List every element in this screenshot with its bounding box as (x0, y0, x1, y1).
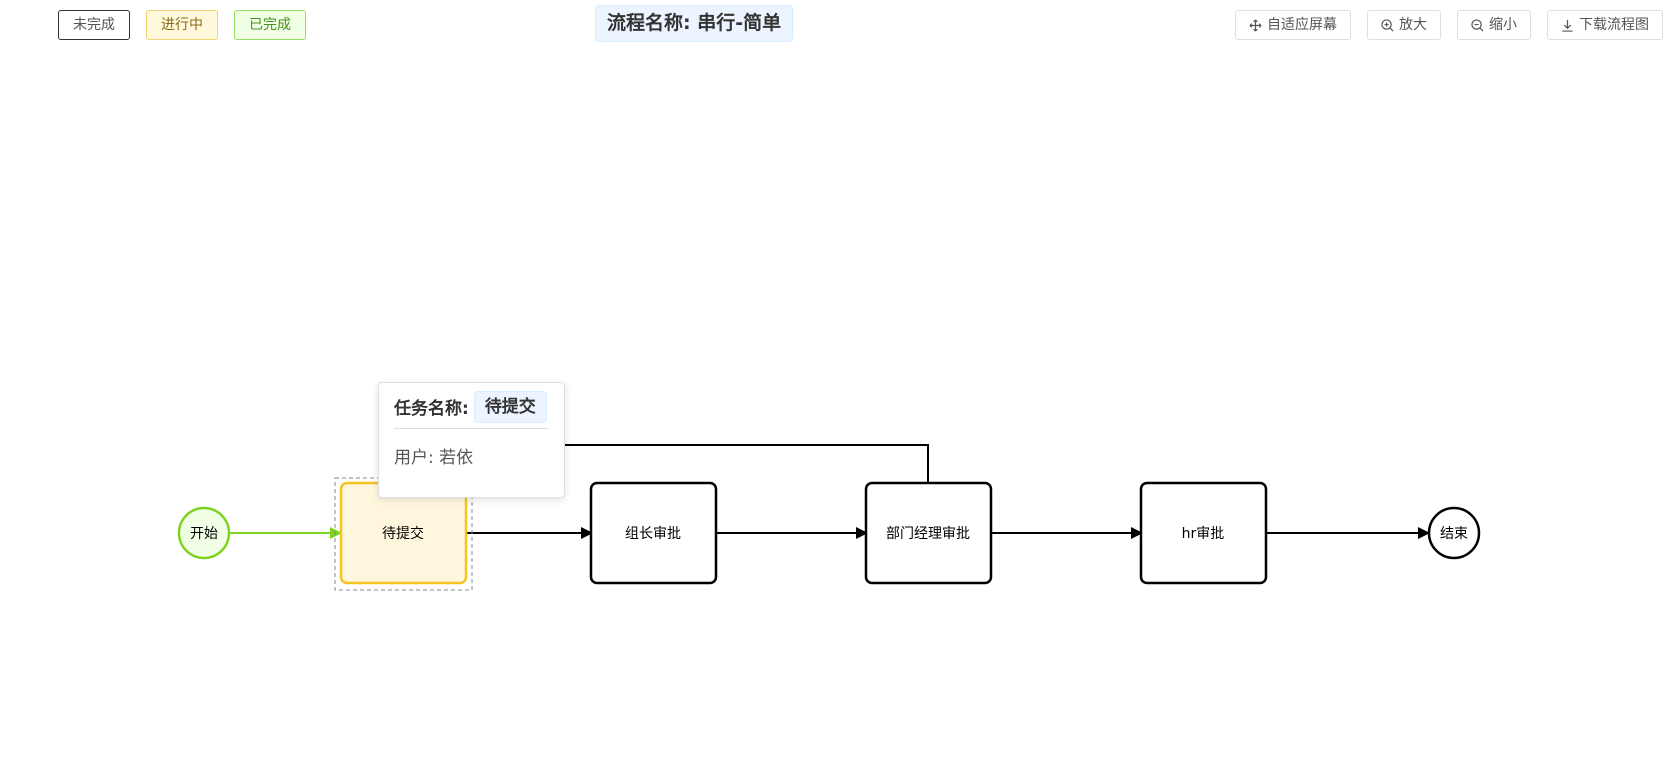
toolbar: 自适应屏幕 放大 缩小 下载流程图 (1235, 10, 1663, 40)
selection-outline (334, 477, 473, 591)
task-name-label: 任务名称: (394, 399, 469, 419)
zoom-in-button[interactable]: 放大 (1367, 10, 1441, 40)
move-icon (1249, 19, 1262, 31)
node-end[interactable]: 结束 (1427, 506, 1481, 560)
node-submit-label: 待提交 (382, 525, 424, 542)
download-label: 下载流程图 (1579, 17, 1649, 33)
node-end-label: 结束 (1440, 526, 1468, 542)
legend-doing: 进行中 (146, 10, 218, 40)
status-legend: 未完成 进行中 已完成 (58, 10, 306, 40)
zoom-out-button[interactable]: 缩小 (1457, 10, 1531, 40)
node-manager[interactable]: 部门经理审批 (864, 481, 993, 585)
download-icon (1562, 19, 1573, 32)
node-leader-label: 组长审批 (625, 526, 681, 542)
fit-screen-button[interactable]: 自适应屏幕 (1235, 10, 1351, 40)
node-manager-label: 部门经理审批 (886, 526, 970, 542)
task-name-value: 待提交 (473, 390, 547, 423)
fit-screen-label: 自适应屏幕 (1267, 17, 1337, 33)
legend-done: 已完成 (234, 10, 306, 40)
node-hr-label: hr审批 (1182, 526, 1225, 542)
zoom-in-label: 放大 (1399, 17, 1427, 33)
task-user: 用户: 若依 (394, 448, 474, 468)
edge-manager-return[interactable] (560, 444, 929, 483)
download-button[interactable]: 下载流程图 (1547, 10, 1663, 40)
legend-todo: 未完成 (58, 10, 130, 40)
zoom-in-icon (1381, 18, 1394, 31)
zoom-out-icon (1471, 18, 1484, 31)
process-title: 流程名称: 串行-简单 (595, 5, 794, 42)
tooltip-divider (394, 428, 549, 429)
zoom-out-label: 缩小 (1489, 17, 1517, 33)
node-leader[interactable]: 组长审批 (589, 481, 718, 585)
node-start[interactable]: 开始 (177, 506, 231, 560)
task-tooltip: 任务名称: 待提交 用户: 若依 (378, 382, 565, 498)
node-start-label: 开始 (190, 526, 218, 542)
node-hr[interactable]: hr审批 (1139, 481, 1268, 585)
